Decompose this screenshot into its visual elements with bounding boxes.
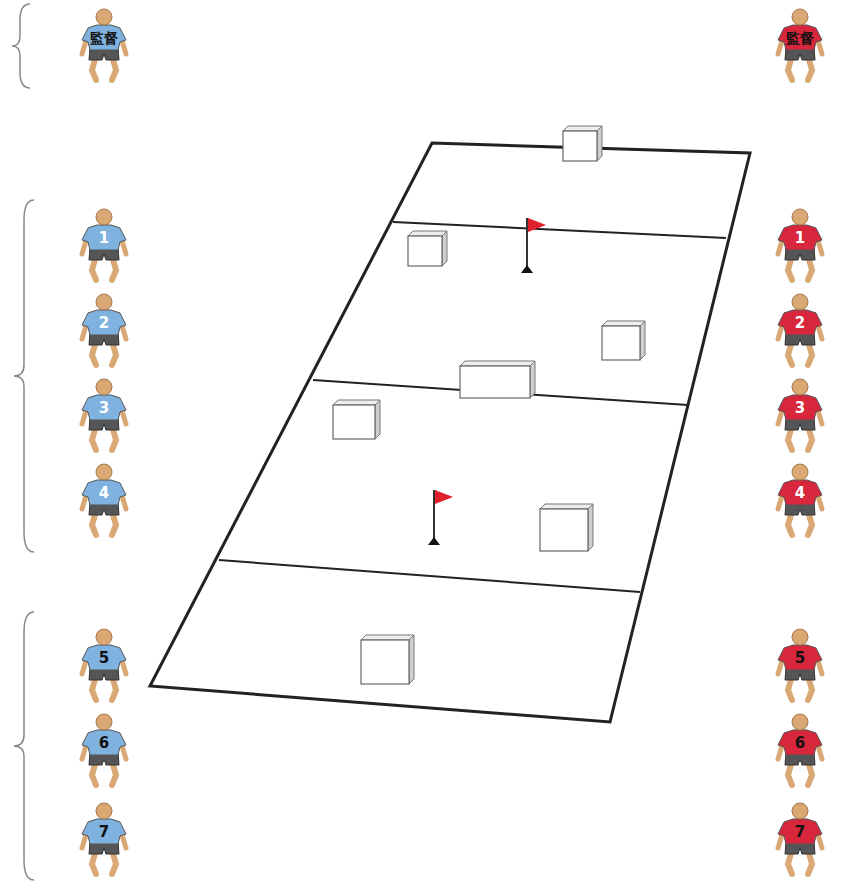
zone-line [393,222,726,238]
player-number: 6 [795,736,805,751]
player-number: 2 [99,316,109,331]
player-figure [778,294,822,365]
player-number: 2 [795,316,805,331]
cone-box [460,361,535,398]
zone-line [219,560,640,592]
field-outline [150,143,750,722]
player-number: 5 [795,651,805,666]
player-number: 7 [99,825,109,840]
coach-label: 監督 [90,31,118,45]
player-number: 1 [795,231,805,246]
cone-box [563,126,602,161]
player-number: 7 [795,825,805,840]
player-figure [82,209,126,280]
player-figure [778,9,822,80]
player-number: 3 [99,401,109,416]
cone-box [540,504,593,551]
coach-label: 監督 [786,31,814,45]
player-number: 5 [99,651,109,666]
group-bracket [12,4,34,880]
player-figure [82,714,126,785]
cone-box [361,635,414,684]
cone-box [602,321,645,360]
player-figure [778,464,822,535]
flag [428,490,453,545]
player-number: 3 [795,401,805,416]
player-figure [82,294,126,365]
player-figure [82,803,126,874]
player-figure [82,629,126,700]
player-figure [778,714,822,785]
cone-box [333,400,380,439]
player-figure [82,464,126,535]
player-figure [82,9,126,80]
player-number: 1 [99,231,109,246]
cone-box [408,231,447,266]
player-figure [778,629,822,700]
player-figure [82,379,126,450]
player-figure [778,209,822,280]
player-number: 4 [795,486,805,501]
player-number: 4 [99,486,109,501]
player-figure [778,803,822,874]
player-figure [778,379,822,450]
player-number: 6 [99,736,109,751]
flag [521,218,546,273]
